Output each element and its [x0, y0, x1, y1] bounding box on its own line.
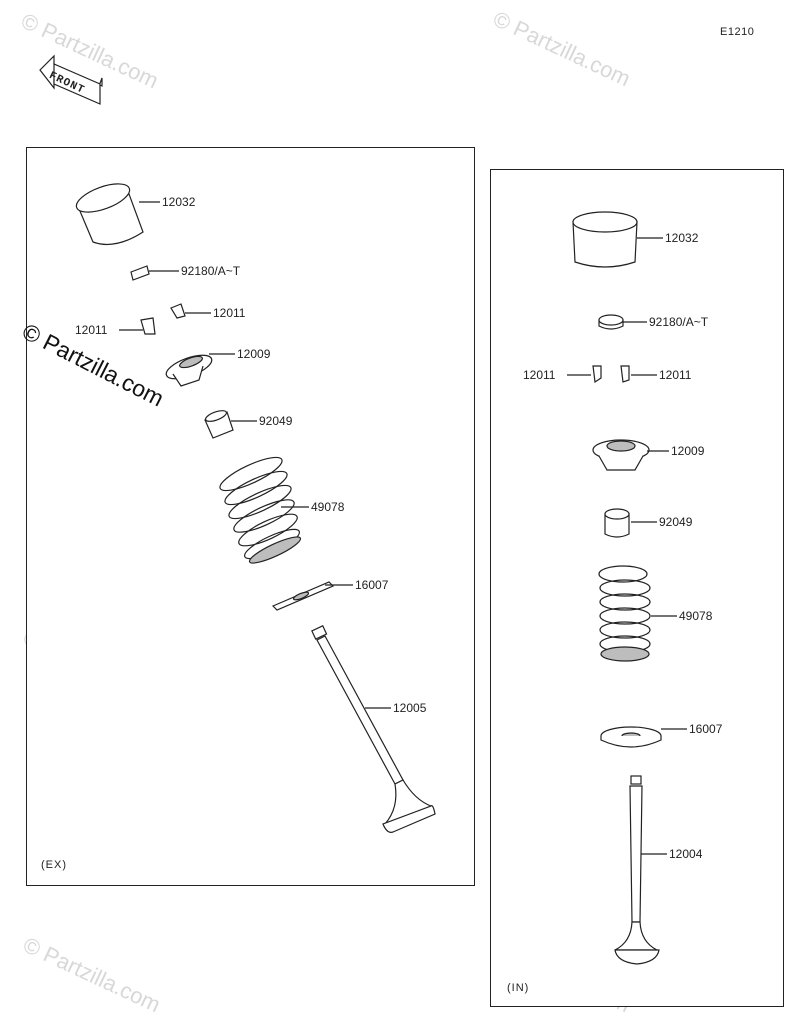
- in-cotter-left-label[interactable]: 12011: [523, 368, 556, 382]
- in-shim-label[interactable]: 92180/A~T: [649, 315, 709, 329]
- in-cotter-right-shape: [620, 365, 630, 383]
- ex-spring-label[interactable]: 49078: [311, 500, 345, 514]
- in-cotter-right-label[interactable]: 12011: [659, 368, 692, 382]
- in-tappet-label[interactable]: 12032: [665, 231, 699, 245]
- ex-cotter-right-label[interactable]: 12011: [213, 306, 246, 320]
- ex-tappet-label[interactable]: 12032: [162, 195, 196, 209]
- in-valve-shape: [614, 775, 660, 965]
- in-retainer-label[interactable]: 12009: [671, 444, 705, 458]
- in-valve-label[interactable]: 12004: [669, 847, 703, 861]
- watermark: © Partzilla.com: [19, 932, 165, 1018]
- ex-seal-label[interactable]: 92049: [259, 414, 293, 428]
- diagram-code: E1210: [720, 26, 755, 38]
- watermark: © Partzilla.com: [489, 6, 635, 92]
- in-seal-label[interactable]: 92049: [659, 515, 693, 529]
- in-retainer-shape: [592, 439, 650, 471]
- in-cotter-left-shape: [592, 365, 602, 384]
- intake-panel: 12032 92180/A~T 12011 12011 12009 92049 …: [490, 169, 784, 1007]
- in-spring-label[interactable]: 49078: [679, 609, 713, 623]
- ex-tappet-shape: [75, 183, 144, 245]
- ex-valve-shape: [311, 625, 436, 833]
- in-seal-shape: [604, 508, 630, 538]
- ex-valve-label[interactable]: 12005: [393, 701, 427, 715]
- ex-cotter-left-label[interactable]: 12011: [75, 323, 108, 337]
- ex-shim-shape: [130, 265, 150, 281]
- ex-seal-shape: [204, 410, 234, 439]
- front-arrow-icon: [39, 54, 103, 105]
- ex-seat-shape: [271, 581, 335, 611]
- ex-spring-shape: [219, 456, 302, 564]
- in-tappet-shape: [572, 211, 638, 268]
- ex-retainer-shape: [165, 354, 213, 387]
- ex-cotter-left-shape: [140, 317, 156, 335]
- ex-cotter-right-shape: [170, 303, 186, 319]
- in-spring-shape: [598, 565, 651, 662]
- ex-shim-label[interactable]: 92180/A~T: [181, 264, 241, 278]
- in-seat-shape: [600, 726, 662, 748]
- exhaust-parts-art: [75, 183, 436, 833]
- ex-retainer-label[interactable]: 12009: [237, 347, 271, 361]
- intake-panel-label: (IN): [507, 982, 530, 994]
- exhaust-panel-label: (EX): [41, 859, 67, 871]
- exhaust-panel: 12032 92180/A~T 12011 12011 12009 92049 …: [26, 147, 475, 886]
- in-shim-shape: [598, 314, 624, 330]
- ex-seat-label[interactable]: 16007: [355, 578, 389, 592]
- intake-parts-art: [567, 211, 687, 965]
- in-seat-label[interactable]: 16007: [689, 722, 723, 736]
